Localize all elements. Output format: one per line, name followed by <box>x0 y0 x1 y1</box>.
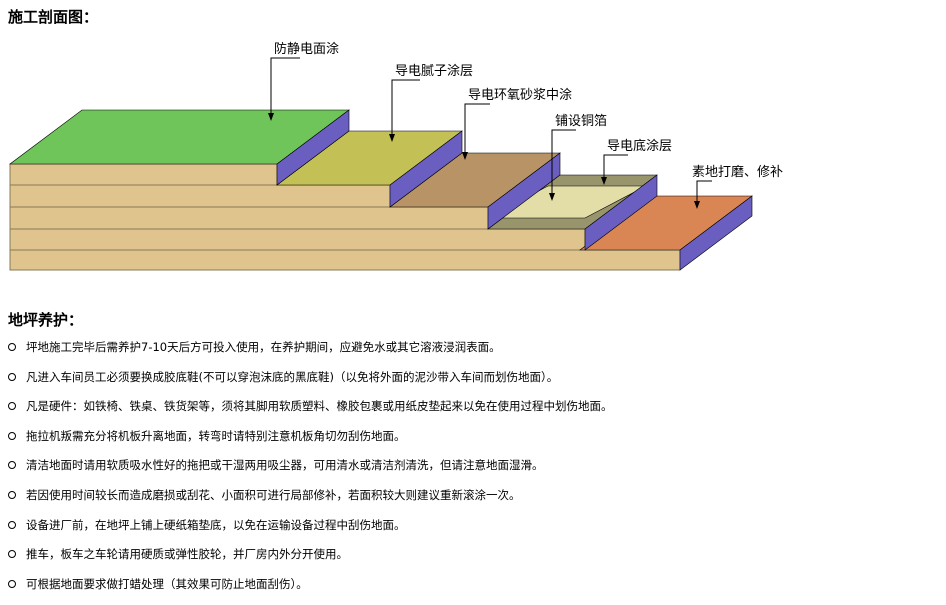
circle-bullet-icon <box>8 431 16 440</box>
arrowhead-antistatic <box>268 113 274 121</box>
slab-layer-2 <box>9 184 391 208</box>
arrowhead-substrate <box>694 201 700 209</box>
maintenance-section-heading: 地坪养护： <box>8 311 84 329</box>
maintenance-tip-text: 可根据地面要求做打蜡处理（其效果可防止地面刮伤）。 <box>26 576 308 591</box>
label-conductive-primer: 导电底涂层 <box>607 138 672 154</box>
callout-line-mortar <box>464 103 490 157</box>
slab-layer-1 <box>9 163 278 186</box>
maintenance-tip-text: 坪地施工完毕后需养护7-10天后方可投入使用，在养护期间，应避免水或其它溶液浸润… <box>26 340 501 354</box>
side-face-5 <box>679 195 753 271</box>
side-face-3 <box>487 152 561 230</box>
maintenance-tip-item: 拖拉机叛需充分将机板升离地面，转弯时请特别注意机板角切勿刮伤地面。 <box>0 427 613 457</box>
label-copper-foil: 铺设铜箔 <box>555 113 607 129</box>
maintenance-tip-item: 坪地施工完毕后需养护7-10天后方可投入使用，在养护期间，应避免水或其它溶液浸润… <box>0 338 613 368</box>
side-face-4 <box>584 174 658 251</box>
arrowhead-mortar <box>462 152 468 160</box>
maintenance-tip-item: 推车，板车之车轮请用硬质或弹性胶轮，并厂房内外分开使用。 <box>0 545 613 575</box>
arrowhead-copper <box>549 193 555 201</box>
callout-line-putty <box>391 79 420 139</box>
slab-layer-5 <box>9 249 681 271</box>
maintenance-tip-text: 推车，板车之车轮请用硬质或弹性胶轮，并厂房内外分开使用。 <box>26 547 348 562</box>
construction-section-heading: 施工剖面图： <box>8 8 99 26</box>
maintenance-tips-list: 坪地施工完毕后需养护7-10天后方可投入使用，在养护期间，应避免水或其它溶液浸润… <box>0 338 613 604</box>
label-antistatic-topcoat: 防静电面涂 <box>274 41 339 57</box>
maintenance-tip-item: 若因使用时间较长而造成磨损或刮花、小面积可进行局部修补，若面积较大则建议重新滚涂… <box>0 486 613 516</box>
circle-bullet-icon <box>8 343 16 351</box>
maintenance-tip-item: 凡是硬件：如铁椅、铁桌、铁货架等，须将其脚用软质塑料、橡胶包裹或用纸皮垫起来以免… <box>0 397 613 427</box>
label-conductive-mortar: 导电环氧砂浆中涂 <box>468 87 572 103</box>
side-face-1 <box>276 109 350 186</box>
circle-bullet-icon <box>8 490 16 499</box>
circle-bullet-icon <box>8 579 16 588</box>
callout-line-copper <box>551 129 576 198</box>
circle-bullet-icon <box>8 461 16 470</box>
circle-bullet-icon <box>8 550 16 559</box>
maintenance-tip-text: 清洁地面时请用软质吸水性好的拖把或干湿两用吸尘器，可用清水或清洁剂清洗，但请注意… <box>26 458 544 473</box>
side-face-2 <box>389 130 463 208</box>
maintenance-tip-item: 清洁地面时请用软质吸水性好的拖把或干湿两用吸尘器，可用清水或清洁剂清洗，但请注意… <box>0 456 613 486</box>
maintenance-tip-item: 凡进入车间员工必须要换成胶底鞋(不可以穿泡沫底的黑底鞋)（以免将外面的泥沙带入车… <box>0 368 613 398</box>
maintenance-tip-text: 凡是硬件：如铁椅、铁桌、铁货架等，须将其脚用软质塑料、橡胶包裹或用纸皮垫起来以免… <box>26 399 613 414</box>
callout-line-primer <box>603 154 628 182</box>
floor-cross-section-diagram: 防静电面涂 导电腻子涂层 导电环氧砂浆中涂 铺设铜箔 导电底涂层 素地打磨、修补 <box>9 41 783 271</box>
maintenance-tip-item: 设备进厂前，在地坪上铺上硬纸箱垫底，以免在运输设备过程中刮伤地面。 <box>0 516 613 546</box>
label-conductive-putty: 导电腻子涂层 <box>395 63 473 79</box>
label-substrate-prep: 素地打磨、修补 <box>692 165 783 180</box>
callout-line-antistatic <box>270 57 300 118</box>
maintenance-tip-text: 拖拉机叛需充分将机板升离地面，转弯时请特别注意机板角切勿刮伤地面。 <box>26 428 406 443</box>
callout-line-substrate <box>696 180 712 206</box>
circle-bullet-icon <box>8 402 16 411</box>
arrowhead-primer <box>601 177 607 185</box>
maintenance-tip-text: 凡进入车间员工必须要换成胶底鞋(不可以穿泡沫底的黑底鞋)（以免将外面的泥沙带入车… <box>26 369 559 384</box>
maintenance-tip-text: 若因使用时间较长而造成磨损或刮花、小面积可进行局部修补，若面积较大则建议重新滚涂… <box>26 487 521 502</box>
maintenance-tip-text: 设备进厂前，在地坪上铺上硬纸箱垫底，以免在运输设备过程中刮伤地面。 <box>26 517 406 532</box>
slab-layer-3 <box>9 206 489 230</box>
circle-bullet-icon <box>8 372 16 381</box>
circle-bullet-icon <box>8 520 16 529</box>
maintenance-tip-item: 可根据地面要求做打蜡处理（其效果可防止地面刮伤）。 <box>0 575 613 605</box>
arrowhead-putty <box>389 134 395 142</box>
slab-layer-4 <box>9 228 586 251</box>
